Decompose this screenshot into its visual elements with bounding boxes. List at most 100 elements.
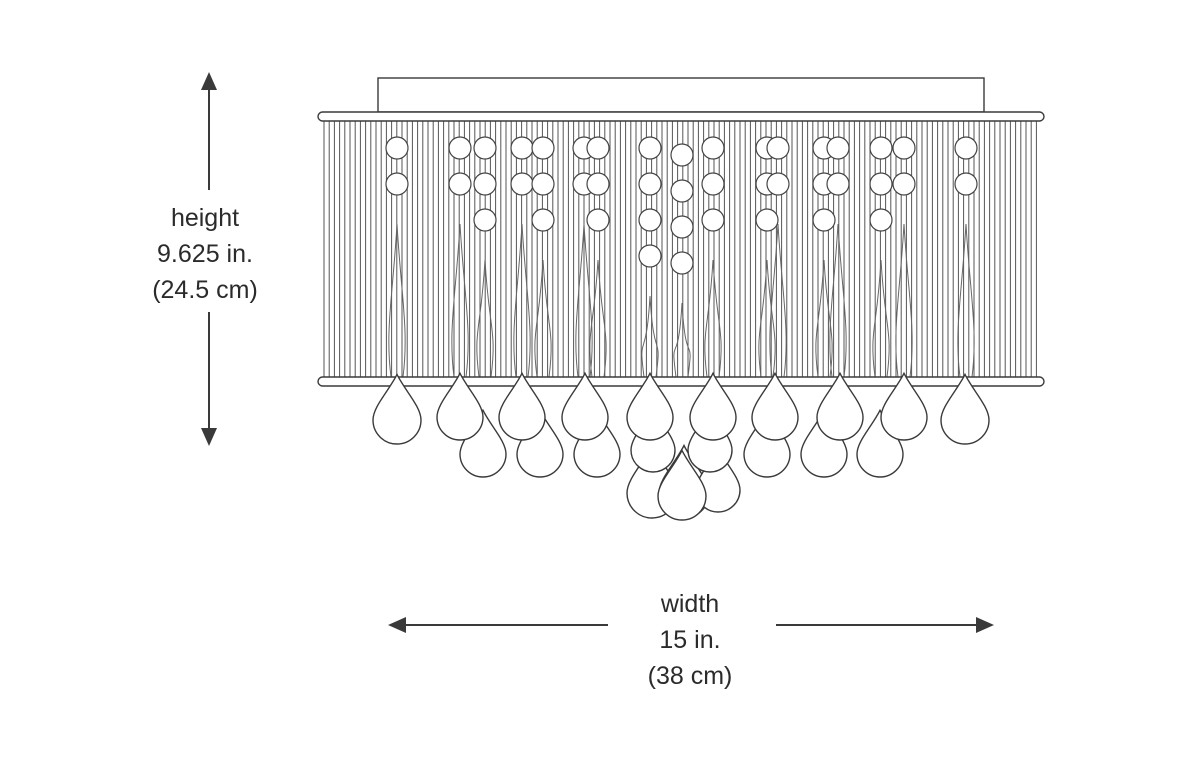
inner-strand	[777, 223, 787, 378]
crystal-bead	[812, 208, 836, 232]
inner-strand	[837, 223, 847, 378]
crystal-bead	[531, 172, 555, 196]
width-value-inches: 15 in.	[659, 626, 721, 654]
crystal-bead	[473, 136, 497, 160]
teardrop-crystal	[816, 371, 864, 441]
inner-teardrop-strands	[388, 223, 975, 378]
crystal-bead	[954, 136, 978, 160]
inner-strand	[673, 302, 683, 378]
inner-strand	[459, 223, 469, 378]
width-label: width	[660, 590, 720, 618]
inner-strand	[681, 302, 691, 378]
crystal-bead	[510, 136, 534, 160]
crystal-bead	[869, 136, 893, 160]
width-dimension-label: width 15 in. (38 cm)	[605, 586, 775, 694]
crystal-bead	[869, 172, 893, 196]
crystal-bead	[766, 172, 790, 196]
teardrop-crystal	[459, 408, 507, 478]
crystal-bead	[826, 136, 850, 160]
crystal-bead	[638, 244, 662, 268]
crystal-bead	[670, 143, 694, 167]
inner-strand	[880, 259, 890, 378]
crystal-bead	[448, 172, 472, 196]
crystal-bead	[766, 136, 790, 160]
teardrop-crystal	[689, 371, 737, 441]
inner-strand	[766, 259, 776, 378]
inner-strand	[575, 223, 585, 378]
crystal-bead	[755, 208, 779, 232]
inner-strand	[589, 259, 599, 378]
crystal-bead	[701, 172, 725, 196]
inner-strand	[513, 223, 523, 378]
inner-strand	[829, 223, 839, 378]
inner-strand	[641, 295, 651, 378]
crystal-bead	[385, 172, 409, 196]
teardrop-crystal	[372, 372, 422, 445]
inner-strand	[903, 223, 913, 378]
inner-strand	[704, 259, 714, 378]
crystal-bead	[638, 172, 662, 196]
crystal-bead	[586, 172, 610, 196]
crystal-bead	[531, 208, 555, 232]
top-rail	[317, 111, 1045, 122]
crystal-bead	[954, 172, 978, 196]
crystal-bead	[892, 136, 916, 160]
crystal-bead	[670, 215, 694, 239]
crystal-beads	[385, 136, 978, 275]
teardrop-crystal	[626, 371, 674, 441]
teardrop-crystal	[800, 408, 848, 478]
inner-strand	[769, 223, 779, 378]
inner-strand	[534, 259, 544, 378]
inner-strand	[895, 223, 905, 378]
crystal-bead	[892, 172, 916, 196]
inner-strand	[649, 295, 659, 378]
teardrop-crystal	[561, 371, 609, 441]
crystal-bead	[826, 172, 850, 196]
teardrop-crystal	[743, 408, 791, 478]
crystal-bead	[473, 208, 497, 232]
teardrop-crystal	[573, 408, 621, 478]
height-value-inches: 9.625 in.	[157, 240, 253, 268]
canopy-plate	[377, 77, 985, 113]
teardrop-crystal	[498, 371, 546, 441]
inner-strand	[484, 259, 494, 378]
teardrop-crystal	[751, 371, 799, 441]
crystal-bead	[638, 208, 662, 232]
inner-strand	[815, 259, 825, 378]
inner-strand	[542, 259, 552, 378]
crystal-bead	[869, 208, 893, 232]
inner-strand	[957, 223, 967, 378]
height-dimension-label: height 9.625 in. (24.5 cm)	[120, 200, 290, 308]
inner-strand	[521, 223, 531, 378]
inner-strand	[965, 223, 975, 378]
inner-strand	[396, 223, 406, 378]
width-value-cm: (38 cm)	[647, 662, 733, 690]
bottom-rail	[317, 376, 1045, 387]
inner-strand	[597, 259, 607, 378]
teardrop-crystal	[880, 371, 928, 441]
crystal-bead	[473, 172, 497, 196]
crystal-bead	[638, 136, 662, 160]
inner-strand	[823, 259, 833, 378]
teardrop-crystal	[436, 371, 484, 441]
crystal-bead	[670, 251, 694, 275]
crystal-bead	[701, 136, 725, 160]
crystal-bead	[701, 208, 725, 232]
crystal-bead	[586, 136, 610, 160]
crystal-bead	[670, 179, 694, 203]
inner-strand	[583, 223, 593, 378]
chandelier-illustration	[317, 77, 1045, 521]
inner-strand	[388, 223, 398, 378]
crystal-bead	[448, 136, 472, 160]
crystal-strand-rods	[323, 121, 1037, 377]
teardrop-crystal	[940, 372, 990, 445]
crystal-bead	[510, 172, 534, 196]
crystal-bead	[586, 208, 610, 232]
teardrop-crystal	[516, 408, 564, 478]
height-value-cm: (24.5 cm)	[152, 276, 258, 304]
teardrop-crystal	[856, 408, 904, 478]
teardrop-crystal	[657, 448, 707, 521]
crystal-bead	[531, 136, 555, 160]
height-label: height	[170, 204, 240, 232]
